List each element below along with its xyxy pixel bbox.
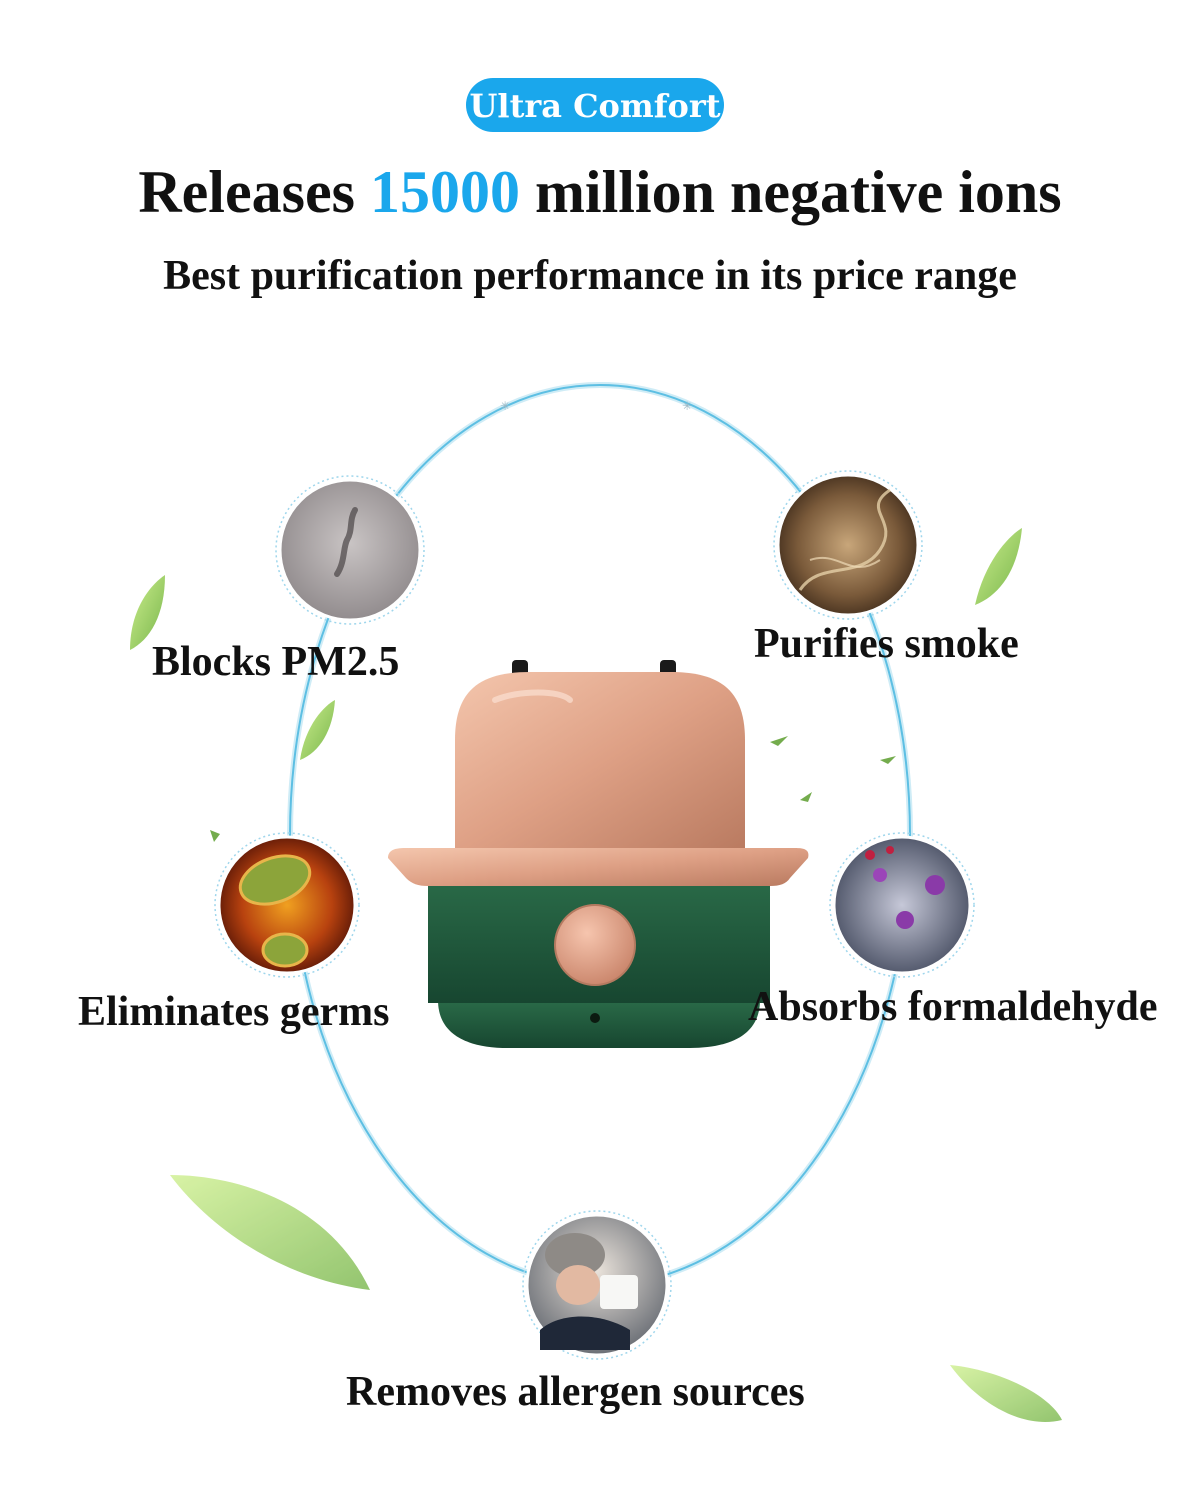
allergen-photo — [522, 1210, 672, 1360]
germs-photo — [214, 832, 360, 978]
headline-prefix: Releases — [138, 159, 355, 225]
subheadline: Best purification performance in its pri… — [163, 253, 1017, 299]
svg-text:✳: ✳ — [500, 399, 510, 413]
feature-label-germs: Eliminates germs — [78, 989, 390, 1035]
feature-label-pm25: Blocks PM2.5 — [152, 639, 400, 685]
feature-label-smoke: Purifies smoke — [754, 621, 1019, 667]
headline-number: 15000 — [369, 159, 520, 225]
svg-text:✳: ✳ — [682, 399, 692, 413]
badge-label: Ultra Comfort — [469, 87, 721, 125]
smoke-photo — [773, 470, 923, 620]
feature-label-allergen: Removes allergen sources — [346, 1369, 805, 1415]
headline: Releases 15000 million negative ions — [0, 158, 1200, 227]
formaldehyde-photo — [829, 832, 975, 978]
air-purifier-device — [388, 660, 809, 1048]
feature-label-formaldehyde: Absorbs formaldehyde — [748, 984, 1158, 1030]
headline-suffix: million negative ions — [534, 159, 1062, 225]
leaf-icon — [130, 528, 1062, 1422]
ultra-comfort-badge: Ultra Comfort — [466, 78, 724, 132]
pm25-photo — [275, 475, 425, 625]
